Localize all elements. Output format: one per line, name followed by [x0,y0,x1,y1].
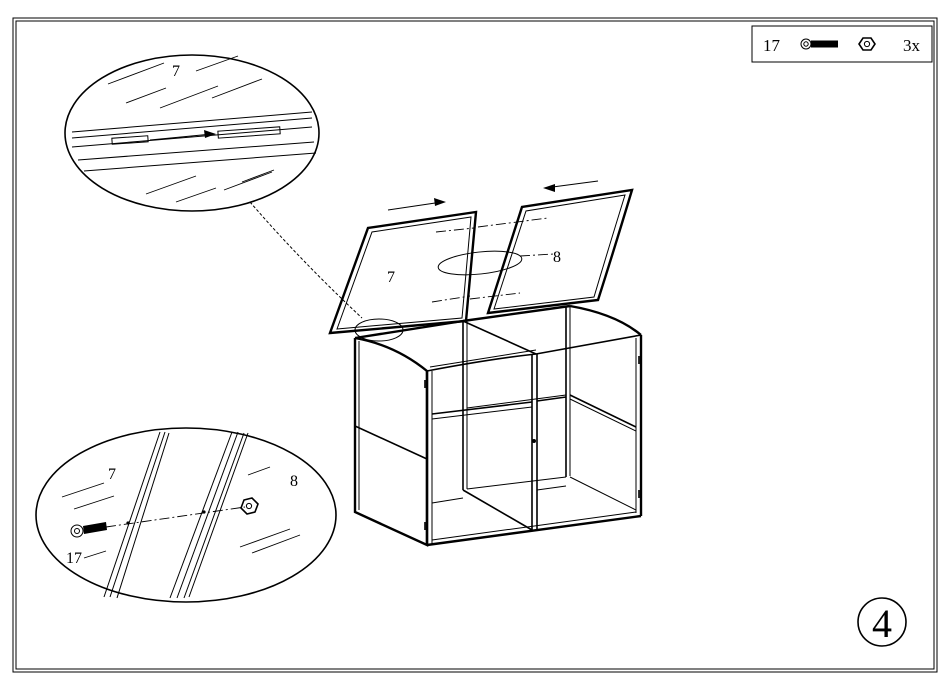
nut-icon [241,498,258,514]
step-number-badge: 4 [858,598,906,646]
bottom-detail-callout: 7 8 17 [36,428,336,602]
left-lid-panel: 7 [330,198,476,333]
screw-icon [71,522,107,537]
parts-box-quantity: 3x [903,36,921,55]
step-number: 4 [872,601,892,646]
right-lid-label: 8 [553,249,561,266]
right-lid-panel: 8 [437,181,632,313]
screw-icon [801,39,838,49]
nut-icon [859,38,875,50]
parts-box-screw-number: 17 [763,36,781,55]
left-lid-label: 7 [387,269,395,286]
bottom-detail-label-right: 8 [290,473,298,490]
page-frame [13,18,937,672]
top-detail-label-panel: 7 [172,63,180,80]
parts-box: 17 3x [752,26,932,62]
top-detail-callout: 7 [65,55,362,318]
cabinet-body [355,306,641,545]
bottom-detail-label-screw: 17 [66,550,82,567]
cabinet-drawing: 7 8 [330,181,641,545]
bottom-detail-label-left: 7 [108,466,116,483]
